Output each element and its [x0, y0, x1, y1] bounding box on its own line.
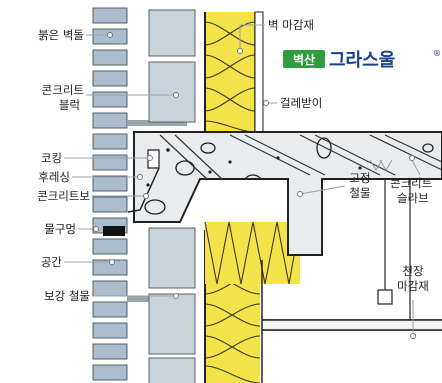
brick: [92, 70, 128, 87]
brick: [92, 154, 128, 171]
concrete-block: [148, 9, 196, 57]
hanger-clip: [377, 289, 393, 305]
brick: [92, 7, 128, 24]
insulation-upper: [205, 12, 255, 132]
insulation-soffit-pattern: [204, 221, 301, 285]
concrete-block: [148, 293, 196, 355]
brick: [92, 112, 128, 129]
brick: [92, 364, 128, 381]
brick: [92, 49, 128, 66]
brand-mark: ®: [433, 49, 441, 58]
label-ceiling-1: 천장: [402, 264, 424, 278]
slab-anchor-mark: [369, 159, 393, 171]
insulation-upper-pattern: [204, 21, 256, 133]
label-furring: 걸레받이: [280, 96, 322, 110]
brick: [92, 196, 128, 213]
label-fixing-1: 고정: [349, 171, 370, 185]
label-caulking: 코킹: [41, 151, 62, 165]
concrete-block: [148, 227, 196, 289]
brick: [92, 238, 128, 255]
brand-badge: [283, 50, 325, 68]
concrete-slab: [133, 131, 442, 256]
brick: [92, 322, 128, 339]
label-weep-hole: 물구멍: [44, 222, 76, 236]
insulation-soffit: [205, 222, 300, 284]
label-concrete-beam: 콘크리트보: [37, 189, 90, 203]
label-concrete-slab-1: 콘크리트: [390, 176, 432, 190]
label-red-brick: 붉은 벽돌: [38, 28, 84, 42]
label-flashing: 후레싱: [38, 170, 70, 184]
wall-finish-board: [254, 11, 264, 133]
brick: [92, 91, 128, 108]
wall-tie: [127, 120, 187, 126]
weep-hole-mark: [103, 226, 125, 236]
flashing-strip: [127, 167, 160, 213]
label-reinforcing-steel: 보강 철물: [44, 289, 90, 303]
brick: [92, 175, 128, 192]
ceiling-board: [262, 320, 442, 330]
brick: [92, 133, 128, 150]
brand-badge-text: 벽산: [293, 52, 315, 67]
brand-name: 그라스울: [329, 50, 395, 71]
label-concrete-slab-2: 슬라브: [397, 191, 429, 205]
concrete-block: [148, 357, 196, 383]
label-wall-finish: 벽 마감재: [268, 18, 314, 32]
outer-brick-column: [92, 7, 187, 381]
label-concrete-block-2: 블럭: [59, 98, 80, 112]
label-concrete-block-1: 콘크리트: [42, 83, 84, 97]
brand-logo: 벽산 그라스울 ®: [283, 49, 441, 71]
label-ceiling-2: 마감재: [397, 279, 429, 293]
leader-lines: [64, 24, 421, 339]
inner-block-column: [148, 9, 196, 383]
concrete-block: [148, 61, 196, 123]
label-air-space: 공간: [41, 255, 63, 269]
brick: [92, 301, 128, 318]
label-fixing-2: 철물: [349, 186, 370, 200]
brick: [92, 343, 128, 360]
brick: [92, 280, 128, 297]
